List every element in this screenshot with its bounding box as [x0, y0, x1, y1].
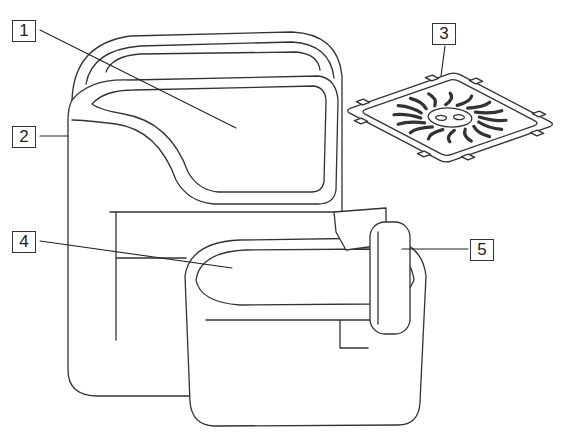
tray-clip — [461, 154, 474, 160]
leader-lines — [40, 30, 468, 268]
tray-slot — [434, 93, 461, 104]
tray-slot — [398, 104, 421, 115]
tray-slot — [479, 113, 506, 125]
tray-slot — [478, 120, 501, 131]
tray-slot — [470, 126, 492, 137]
tray-slot — [408, 98, 430, 109]
tray-slot — [455, 129, 481, 141]
tray-clip — [425, 75, 438, 81]
callout-number: 3 — [432, 23, 456, 45]
tray-slot — [409, 125, 432, 134]
callout-number: 4 — [12, 231, 36, 253]
tray-slot — [468, 101, 491, 110]
body-split-line — [110, 211, 342, 212]
lid-band — [72, 76, 338, 204]
tray-clip — [532, 111, 545, 117]
tray-slot — [439, 130, 466, 141]
basket-handle — [370, 222, 410, 334]
lid-top-inner — [106, 52, 320, 72]
tray-clip — [530, 130, 543, 136]
callout-number: 5 — [470, 239, 494, 261]
tray-slot — [398, 118, 424, 129]
callout-number: 2 — [12, 126, 36, 148]
tray-slot — [394, 110, 421, 122]
tray-clip — [354, 118, 367, 124]
tray-clip — [469, 78, 482, 84]
handle-grip — [377, 232, 378, 324]
tray-slot — [423, 129, 447, 138]
lid-panel — [92, 86, 326, 192]
crisper-tray — [333, 67, 566, 168]
callout-number: 1 — [12, 20, 36, 42]
drawer-opening — [116, 212, 186, 340]
tray-slot — [419, 94, 445, 106]
tray-clip — [356, 99, 369, 105]
tray-slot — [452, 96, 476, 105]
tray-clip — [417, 151, 430, 157]
